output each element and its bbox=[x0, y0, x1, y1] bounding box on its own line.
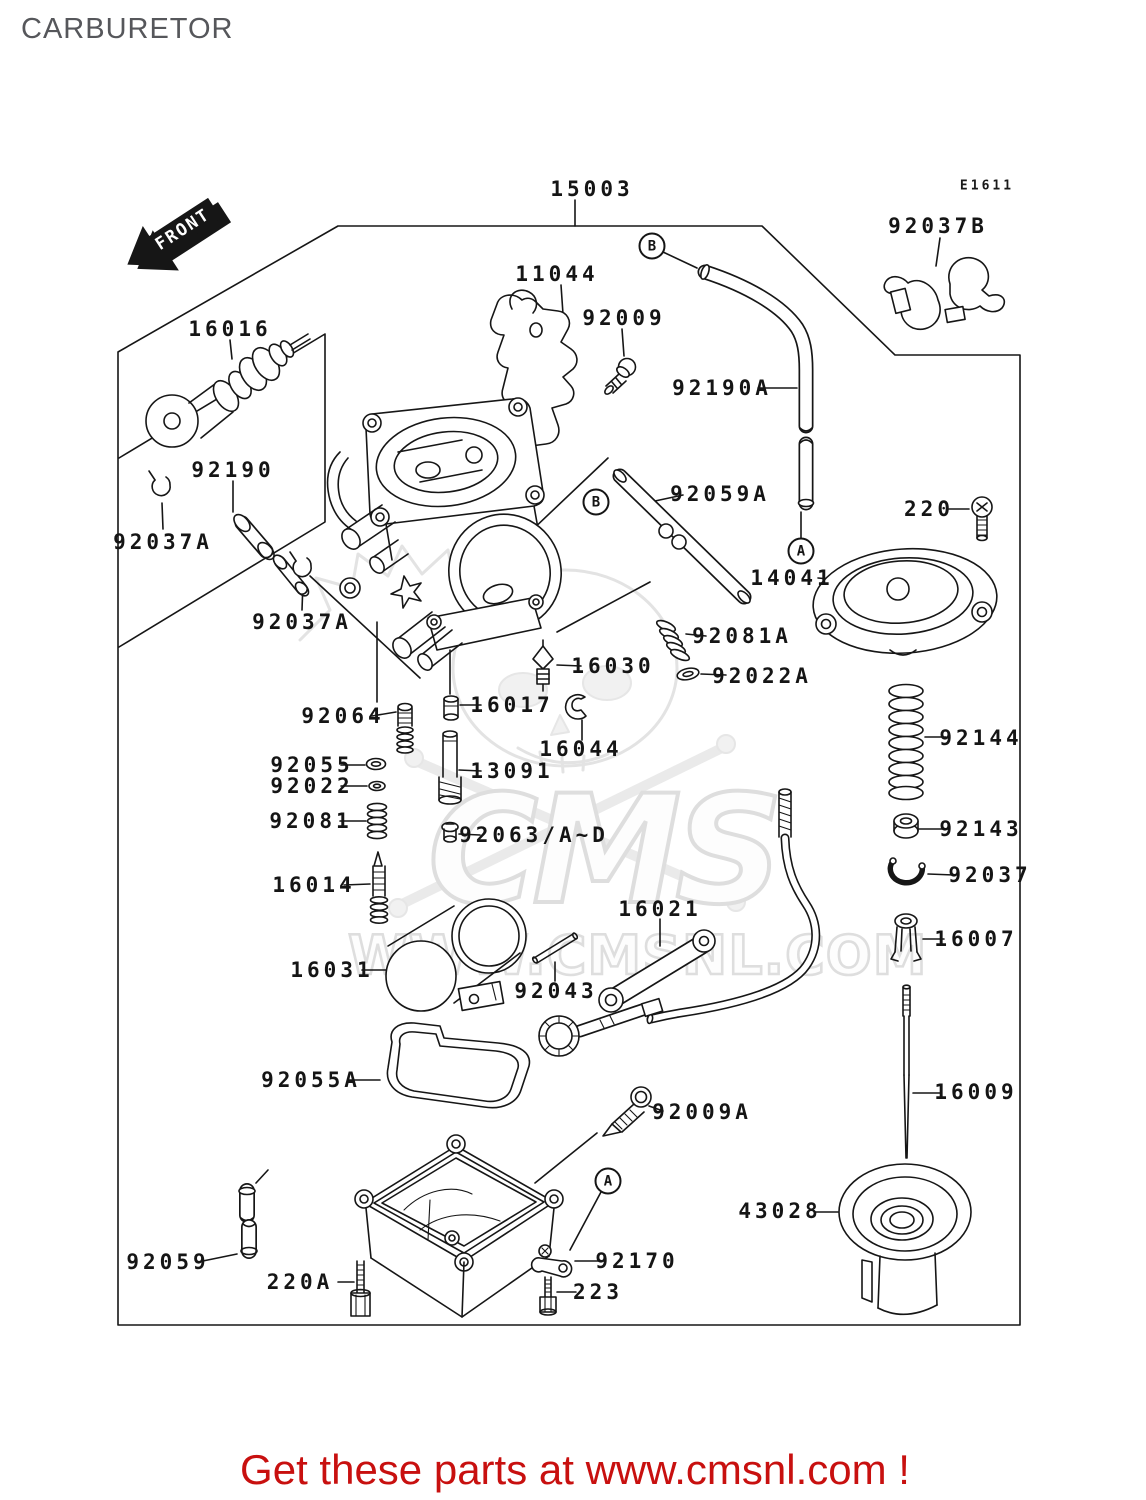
part-label-92043: 92043 bbox=[514, 979, 598, 1003]
part-label-92143: 92143 bbox=[939, 817, 1023, 841]
spring-92081-drawing bbox=[366, 802, 388, 840]
part-label-92055A: 92055A bbox=[261, 1068, 361, 1092]
plug-92063-drawing bbox=[441, 821, 459, 843]
part-label-16031: 16031 bbox=[290, 958, 374, 982]
pilot-screw-16014-drawing bbox=[369, 851, 389, 924]
clip-16007-drawing bbox=[890, 913, 922, 962]
diaphragm-43028-drawing bbox=[838, 1163, 972, 1316]
cmsnl-banner-text[interactable]: Get these parts at www.cmsnl.com ! bbox=[240, 1446, 910, 1493]
part-label-92037A-1: 92037A bbox=[113, 530, 213, 554]
screw-223-drawing bbox=[539, 1276, 557, 1316]
circlip-92037-drawing bbox=[887, 857, 926, 886]
tube-92059-drawing bbox=[238, 1183, 258, 1259]
choke-plunger-16016-drawing bbox=[145, 333, 311, 448]
part-label-92059: 92059 bbox=[126, 1250, 210, 1274]
float-valve-16030-drawing bbox=[532, 639, 554, 692]
part-label-92009A: 92009A bbox=[652, 1100, 752, 1124]
part-label-43028: 43028 bbox=[738, 1199, 822, 1223]
spring-92144-drawing bbox=[888, 683, 924, 801]
part-label-16016: 16016 bbox=[188, 317, 272, 341]
part-label-13091: 13091 bbox=[470, 759, 554, 783]
leader-lines bbox=[161, 199, 970, 1293]
part-label-15003: 15003 bbox=[550, 177, 634, 201]
part-label-92144: 92144 bbox=[939, 726, 1023, 750]
part-label-92064: 92064 bbox=[301, 704, 385, 728]
part-label-92059A: 92059A bbox=[670, 482, 770, 506]
hose-92190A-drawing bbox=[697, 264, 815, 511]
part-label-92063AD: 92063/A~D bbox=[459, 823, 609, 847]
carburetor-body-drawing bbox=[326, 397, 562, 671]
piston-16031-drawing bbox=[385, 898, 527, 1012]
main-jet-13091-drawing bbox=[438, 730, 462, 805]
screw-220A-drawing bbox=[350, 1260, 371, 1317]
spring-92081A-drawing bbox=[655, 619, 691, 662]
part-label-11044: 11044 bbox=[515, 262, 599, 286]
part-label-16030: 16030 bbox=[571, 654, 655, 678]
float-bowl-drawing bbox=[354, 1134, 564, 1318]
page-title: CARBURETOR bbox=[21, 13, 234, 45]
part-label-14041: 14041 bbox=[750, 566, 834, 590]
part-label-92055: 92055 bbox=[270, 753, 354, 777]
part-label-16014: 16014 bbox=[272, 873, 356, 897]
part-label-92022: 92022 bbox=[270, 774, 354, 798]
gasket-92055A-drawing bbox=[386, 1022, 531, 1109]
part-label-92037B: 92037B bbox=[888, 214, 988, 238]
ref-circle-a-bottom: A bbox=[594, 1167, 622, 1195]
tube-92190-drawing bbox=[233, 513, 310, 597]
part-label-92170: 92170 bbox=[595, 1249, 679, 1273]
cover-14041-drawing bbox=[812, 547, 998, 656]
diagram-code: E1611 bbox=[959, 178, 1015, 194]
part-label-92037A-2: 92037A bbox=[252, 610, 352, 634]
clamp-92037B-drawing bbox=[883, 257, 1006, 331]
part-label-16017: 16017 bbox=[470, 693, 554, 717]
part-label-16044: 16044 bbox=[539, 737, 623, 761]
washer-92022-drawing bbox=[368, 780, 386, 792]
part-label-92037: 92037 bbox=[948, 863, 1032, 887]
pin-92043-drawing bbox=[531, 932, 579, 964]
part-label-220A: 220A bbox=[266, 1270, 334, 1294]
jet-16017-drawing bbox=[443, 695, 459, 721]
ref-circle-b-body: B bbox=[582, 488, 610, 516]
part-label-92009: 92009 bbox=[582, 306, 666, 330]
bracket-92170-drawing bbox=[530, 1244, 573, 1278]
part-label-16021: 16021 bbox=[618, 897, 702, 921]
screw-92009-drawing bbox=[604, 357, 637, 395]
part-label-16009: 16009 bbox=[934, 1080, 1018, 1104]
front-arrow-icon: FRONT bbox=[127, 197, 232, 271]
ref-circle-b-top: B bbox=[638, 232, 666, 260]
part-label-223: 223 bbox=[573, 1280, 623, 1304]
oring-92055-drawing bbox=[365, 757, 387, 771]
screw-92064-drawing bbox=[396, 702, 414, 754]
part-label-92081A: 92081A bbox=[692, 624, 792, 648]
part-label-92081: 92081 bbox=[269, 809, 353, 833]
jet-needle-16009-drawing bbox=[902, 984, 911, 1159]
tube-92059A-drawing bbox=[612, 468, 752, 605]
screw-92009A-drawing bbox=[602, 1086, 652, 1137]
ref-circle-a-top: A bbox=[787, 537, 815, 565]
washer-92022A-drawing bbox=[676, 667, 700, 681]
part-label-92190: 92190 bbox=[191, 458, 275, 482]
screw-220-drawing bbox=[971, 496, 993, 542]
clip-16044-drawing bbox=[564, 694, 587, 720]
part-label-220: 220 bbox=[904, 497, 954, 521]
lever-16021-drawing bbox=[538, 788, 821, 1057]
part-label-16007: 16007 bbox=[934, 927, 1018, 951]
part-label-92190A: 92190A bbox=[672, 376, 772, 400]
clip-92037A-drawings bbox=[148, 470, 312, 578]
part-label-92022A: 92022A bbox=[712, 664, 812, 688]
bushing-92143-drawing bbox=[893, 813, 919, 839]
